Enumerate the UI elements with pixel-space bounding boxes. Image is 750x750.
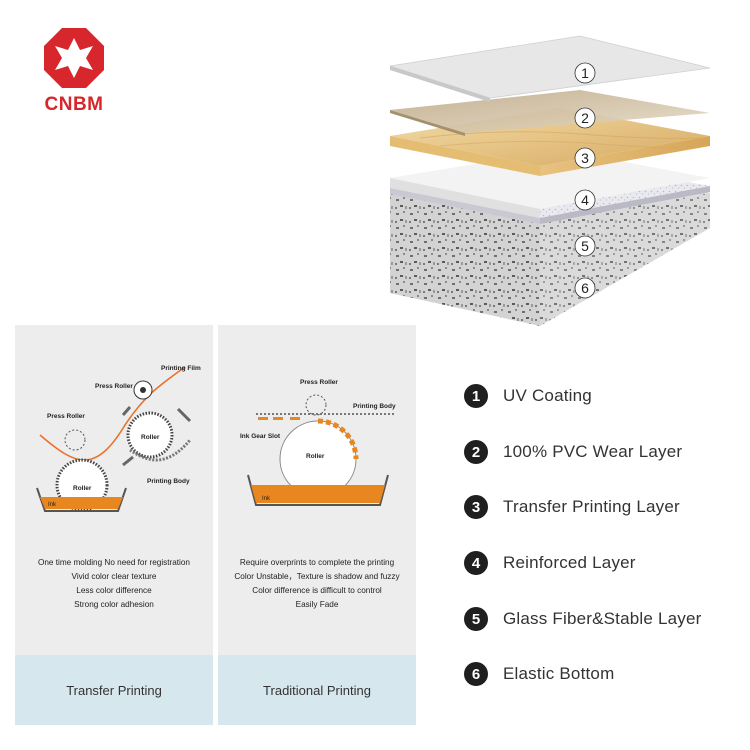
transfer-printing-diagram: Printing Film Press Roller Press Roller … xyxy=(36,365,201,512)
layer-marker-4: 4 xyxy=(574,189,596,211)
label-printing-body: Printing Body xyxy=(353,403,396,410)
transfer-description: One time molding No need for registratio… xyxy=(15,556,213,612)
cnbm-emblem-icon xyxy=(44,28,104,88)
transfer-line-3: Less color difference xyxy=(76,586,152,595)
legend-label-1: UV Coating xyxy=(503,386,592,405)
label-ink: Ink xyxy=(262,496,271,502)
legend-label-3: Transfer Printing Layer xyxy=(503,497,680,516)
layer-stack-diagram: 1 2 3 4 5 6 xyxy=(389,35,711,326)
layer-1-front xyxy=(390,66,490,102)
legend-label-2: 100% PVC Wear Layer xyxy=(503,442,683,461)
legend-item-5: 5 Glass Fiber&Stable Layer xyxy=(464,605,702,633)
legend-label-4: Reinforced Layer xyxy=(503,553,636,572)
layer-6-front xyxy=(390,193,540,326)
legend-num-2: 2 xyxy=(464,440,488,464)
ink-fill xyxy=(251,485,385,503)
label-roller-middle: Roller xyxy=(141,434,160,441)
legend-item-1: 1 UV Coating xyxy=(464,382,592,410)
layer-4-front xyxy=(390,178,540,218)
label-press-roller-top: Press Roller xyxy=(95,383,133,390)
label-ink-gear-slot: Ink Gear Slot xyxy=(240,433,281,440)
traditional-line-4: Easily Fade xyxy=(295,600,339,609)
legend-num-3: 3 xyxy=(464,495,488,519)
layer-3-front xyxy=(390,136,540,176)
brand-logo: CNBM xyxy=(34,26,114,116)
label-printing-body: Printing Body xyxy=(147,478,190,485)
traditional-line-2: Color Unstable，Texture is shadow and fuz… xyxy=(234,572,400,581)
transfer-line-4: Strong color adhesion xyxy=(74,600,154,609)
legend-item-3: 3 Transfer Printing Layer xyxy=(464,493,680,521)
traditional-line-1: Require overprints to complete the print… xyxy=(239,558,395,567)
legend-num-1: 1 xyxy=(464,384,488,408)
printing-film-path xyxy=(39,366,186,461)
layer-2-top xyxy=(390,90,710,133)
svg-text:5: 5 xyxy=(581,238,589,254)
layer-2-front xyxy=(390,110,465,136)
svg-text:4: 4 xyxy=(581,192,589,208)
transfer-printing-panel: Printing Film Press Roller Press Roller … xyxy=(15,325,213,725)
legend-label-5: Glass Fiber&Stable Layer xyxy=(503,609,702,628)
layer-marker-1: 1 xyxy=(574,62,596,84)
layer-5-front xyxy=(390,188,540,224)
legend-label-6: Elastic Bottom xyxy=(503,664,615,683)
label-roller-bottom: Roller xyxy=(73,485,92,492)
svg-text:1: 1 xyxy=(581,65,589,81)
layer-marker-2: 2 xyxy=(574,107,596,129)
press-roller xyxy=(305,394,327,416)
layer-1-top xyxy=(389,35,711,99)
layer-marker-5: 5 xyxy=(574,235,596,257)
traditional-printing-diagram: Press Roller Printing Body Ink Gear Slot… xyxy=(240,379,396,506)
traditional-description: Require overprints to complete the print… xyxy=(218,556,416,612)
legend-num-6: 6 xyxy=(464,662,488,686)
legend-num-5: 5 xyxy=(464,607,488,631)
label-printing-film: Printing Film xyxy=(161,365,201,372)
transfer-line-2: Vivid color clear texture xyxy=(71,572,157,581)
layer-marker-3: 3 xyxy=(574,147,596,169)
legend-item-6: 6 Elastic Bottom xyxy=(464,660,614,688)
svg-text:6: 6 xyxy=(581,280,589,296)
legend-item-2: 2 100% PVC Wear Layer xyxy=(464,438,682,466)
label-press-roller-left: Press Roller xyxy=(47,413,85,420)
layer-4-top xyxy=(390,150,710,209)
layer-5-side xyxy=(540,186,710,224)
label-roller: Roller xyxy=(306,453,325,460)
brand-name: CNBM xyxy=(44,94,104,115)
transfer-printing-title: Transfer Printing xyxy=(15,655,213,725)
legend-item-4: 4 Reinforced Layer xyxy=(464,549,636,577)
layer-marker-6: 6 xyxy=(574,277,596,299)
label-ink: Ink xyxy=(48,502,57,508)
traditional-line-3: Color difference is difficult to control xyxy=(252,586,382,595)
roller-middle xyxy=(126,411,174,459)
traditional-printing-panel: Press Roller Printing Body Ink Gear Slot… xyxy=(218,325,416,725)
legend-num-4: 4 xyxy=(464,551,488,575)
layer-3-top xyxy=(390,108,710,166)
press-roller-left xyxy=(64,429,86,451)
svg-text:3: 3 xyxy=(581,150,589,166)
ink-fill xyxy=(40,497,123,509)
label-press-roller: Press Roller xyxy=(300,379,338,386)
svg-text:2: 2 xyxy=(581,110,589,126)
transfer-line-1: One time molding No need for registratio… xyxy=(37,558,190,567)
traditional-printing-title: Traditional Printing xyxy=(218,655,416,725)
